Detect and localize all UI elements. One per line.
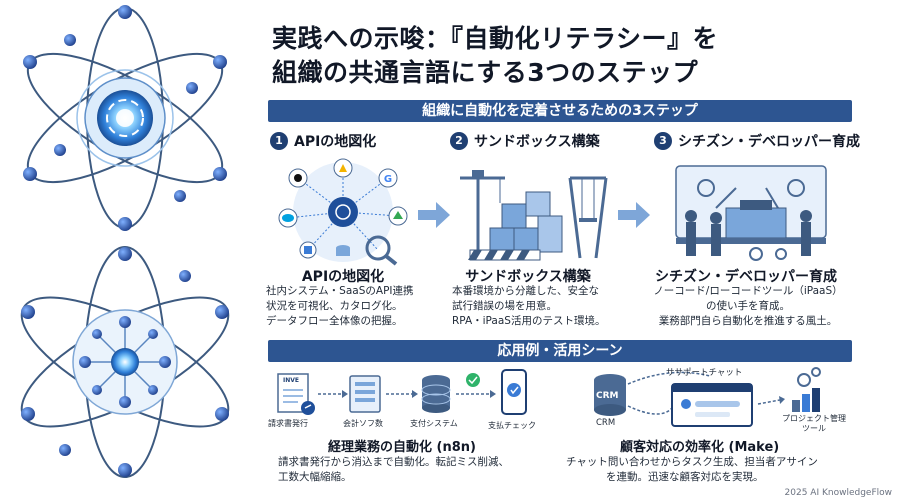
step-3-desc-line: ノーコード/ローコードツール（iPaaS） <box>653 285 843 297</box>
atom-top <box>23 5 227 231</box>
step-1-title: APIの地図化 <box>301 269 385 285</box>
step-1-desc-line: データフロー全体像の把握。 <box>266 315 403 327</box>
step-2-title: サンドボックス構築 <box>465 269 591 285</box>
usecases-banner: 応用例・活用シーン <box>268 340 852 362</box>
step-3-desc-line: の使い手を育成。 <box>706 300 790 312</box>
atom-bottom <box>20 246 230 478</box>
atom-illustrations <box>20 5 230 478</box>
api-map-illustration: G <box>278 158 408 266</box>
flow-label-payment-check: 支払チェック <box>488 421 536 430</box>
step-2-desc-line: 本番環境から分離した、安全な <box>452 285 599 297</box>
footer-credit: 2025 AI KnowledgeFlow <box>784 488 892 498</box>
step-2-heading-text: サンドボックス構築 <box>474 134 600 150</box>
step-1-heading: 1 APIの地図化 <box>270 131 376 151</box>
support-desc-line: チャット問い合わせからタスク生成、担当者アサイン <box>566 456 818 468</box>
svg-text:G: G <box>384 174 392 185</box>
step-2-desc-line: 試行錯誤の場を用意。 <box>452 300 557 312</box>
page-title: 実践への示唆：『自動化リテラシー』を 組織の共通言語にする3つのステップ <box>272 22 892 90</box>
accounting-desc-line: 工数大幅縮縮。 <box>278 471 352 483</box>
citizen-developer-illustration <box>675 165 827 261</box>
page-title-line1: 実践への示唆：『自動化リテラシー』を <box>272 24 719 53</box>
step-3-number: 3 <box>654 132 672 150</box>
step-3-desc-line: 業務部門自ら自動化を推進する風土。 <box>658 315 838 327</box>
support-title: 顧客対応の効率化 (Make) <box>620 440 780 455</box>
step-3-title: シチズン・デベロッパー育成 <box>655 269 837 285</box>
flow-label-invoice: 請求書発行 <box>268 419 308 428</box>
support-description: チャット問い合わせからタスク生成、担当者アサイン を連動。迅速な顧客対応を実現。 <box>566 455 818 485</box>
project-tool-label: プロジェクト管理 ツール <box>782 414 846 434</box>
step-2-heading: 2 サンドボックス構築 <box>450 131 600 151</box>
page-title-line2: 組織の共通言語にする3つのステップ <box>272 58 699 87</box>
arrow-right-icon <box>618 202 650 228</box>
step-2-desc-line: RPA・iPaaS活用のテスト環境。 <box>452 315 606 327</box>
step-2-description: 本番環境から分離した、安全な 試行錯誤の場を用意。 RPA・iPaaS活用のテス… <box>452 284 605 329</box>
step-1-number: 1 <box>270 132 288 150</box>
sandbox-illustration <box>460 170 608 261</box>
accounting-description: 請求書発行から消込まで自動化。転記ミス削減、 工数大幅縮縮。 <box>278 455 509 485</box>
support-desc-line: を連動。迅速な顧客対応を実現。 <box>606 471 764 483</box>
invoice-doc-label: INVE <box>283 377 299 384</box>
step-3-heading: 3 シチズン・デベロッパー育成 <box>654 131 860 151</box>
step-1-description: 社内システム・SaaSのAPI連携 状況を可視化、カタログ化。 データフロー全体… <box>266 284 414 329</box>
crm-label: CRM <box>596 391 619 401</box>
step-3-heading-text: シチズン・デベロッパー育成 <box>678 134 860 150</box>
crm-caption: CRM <box>596 418 616 428</box>
step-2-number: 2 <box>450 132 468 150</box>
support-flow-diagram <box>594 367 821 427</box>
steps-banner: 組織に自動化を定着させるための3ステップ <box>268 100 852 122</box>
accounting-flow-diagram <box>277 369 527 415</box>
support-chat-label: ササポートチャット <box>666 368 743 378</box>
arrow-right-icon <box>418 202 450 228</box>
project-tool-label-line: ツール <box>802 424 826 433</box>
accounting-desc-line: 請求書発行から消込まで自動化。転記ミス削減、 <box>278 456 509 468</box>
step-1-desc-line: 社内システム・SaaSのAPI連携 <box>266 285 414 297</box>
project-tool-label-line: プロジェクト管理 <box>782 414 846 423</box>
step-3-description: ノーコード/ローコードツール（iPaaS） の使い手を育成。 業務部門自ら自動化… <box>648 284 848 329</box>
step-1-desc-line: 状況を可視化、カタログ化。 <box>266 300 403 312</box>
accounting-title: 経理業務の自動化 (n8n) <box>328 440 476 455</box>
flow-label-accounting: 会計ソフ数 <box>343 419 383 428</box>
step-1-heading-text: APIの地図化 <box>294 134 377 150</box>
flow-label-payment-system: 支付システム <box>410 419 458 428</box>
